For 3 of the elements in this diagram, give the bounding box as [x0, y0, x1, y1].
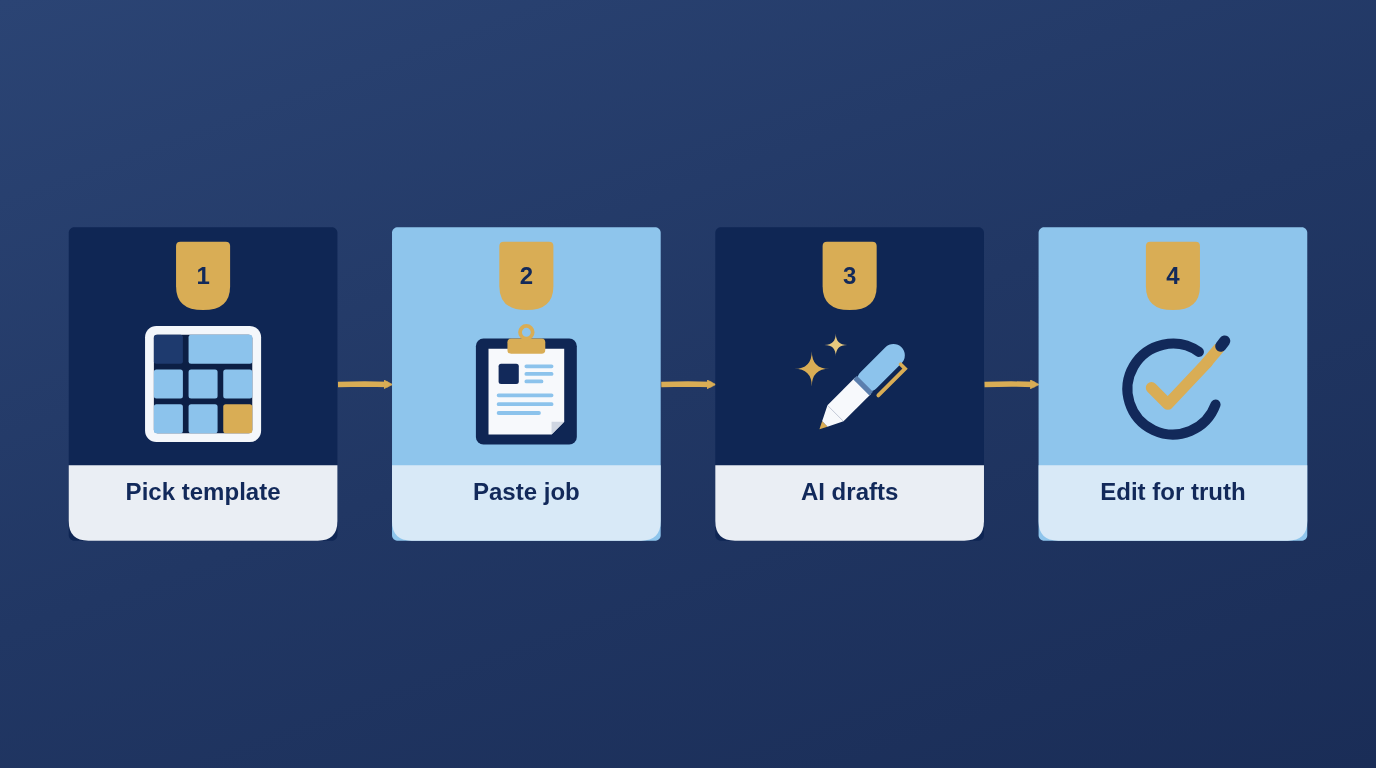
- arrow: [984, 379, 1040, 390]
- arrow: [661, 379, 717, 390]
- arrow: [337, 379, 393, 390]
